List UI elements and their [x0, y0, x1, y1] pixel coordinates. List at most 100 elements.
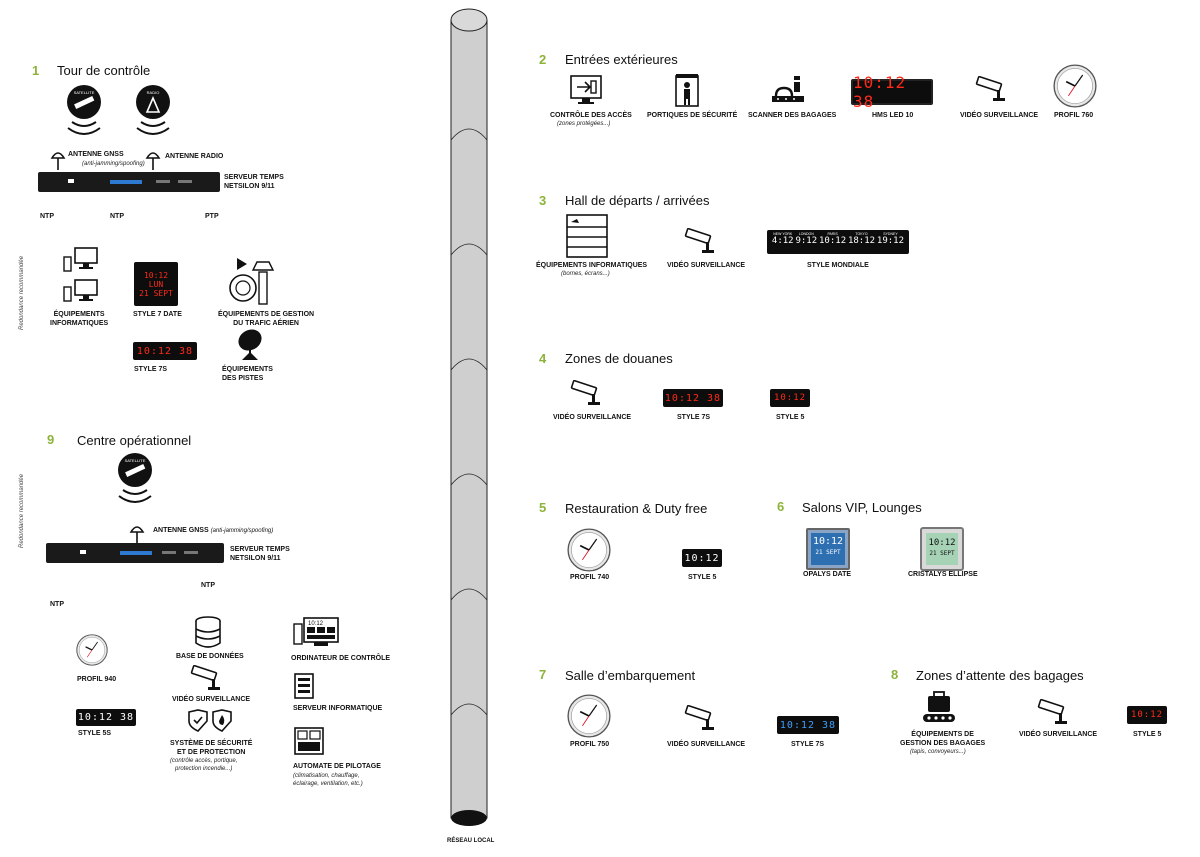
hms-led-10-display: 10:12 38	[851, 73, 933, 111]
redundancy-label-2: Redondance recommandée	[19, 473, 25, 548]
time-server-1	[38, 172, 220, 192]
style-7s-label-4: STYLE 7S	[677, 414, 711, 421]
control-computer-icon: 10:12	[293, 617, 339, 646]
profil-940-clock-icon	[76, 634, 108, 666]
world-clock-city: SYDNEY	[883, 232, 898, 236]
section-3-number: 3	[539, 193, 547, 208]
world-clock-city: LONDON	[798, 232, 814, 236]
section-5-number: 5	[539, 500, 547, 515]
gnss-antenna-sub: (anti-jamming/spoofing)	[82, 161, 145, 167]
section-8-number: 8	[891, 667, 899, 682]
radio-antenna-label: ANTENNE RADIO	[165, 153, 224, 160]
video-surveillance-label-4: VIDÉO SURVEILLANCE	[553, 414, 632, 421]
section-4-title: Zones de douanes	[565, 351, 673, 366]
ptp-tag: PTP	[205, 213, 219, 220]
baggage-scanner-icon	[772, 76, 804, 102]
satellite-badge-text-2: SATELLITE	[125, 458, 146, 463]
profil-760-clock-icon	[1053, 64, 1097, 108]
section-6-number: 6	[777, 499, 785, 514]
runway-radar-icon	[238, 329, 262, 360]
style-5-label-8: STYLE 5	[1133, 731, 1162, 738]
style-5-display-4: 10:12	[770, 389, 810, 407]
section-1-title: Tour de contrôle	[57, 63, 151, 78]
profil-760-label: PROFIL 760	[1054, 112, 1094, 119]
section-1-number: 1	[32, 63, 40, 78]
section-4-number: 4	[539, 351, 547, 366]
security-portal-icon	[675, 74, 699, 107]
air-traffic-equipment-icon	[229, 258, 275, 305]
world-clock-time: 19:12	[876, 236, 905, 246]
satellite-badge-icon-2: SATELLITE	[118, 453, 152, 503]
video-surveillance-label-9: VIDÉO SURVEILLANCE	[172, 696, 251, 703]
cristalys-ellipse-clock: 10:12 21 SEPT	[920, 527, 964, 571]
radio-antenna-icon	[145, 152, 161, 170]
hms-led-10-label: HMS LED 10	[872, 112, 914, 119]
plc-automation-label: AUTOMATE DE PILOTAGE	[293, 763, 381, 770]
ntp-tag-4: NTP	[50, 601, 64, 608]
camera-icon-9	[190, 665, 221, 691]
radio-badge-text: RADIO	[147, 90, 160, 95]
section-3-title: Hall de départs / arrivées	[565, 193, 710, 208]
profil-750-label: PROFIL 750	[570, 741, 610, 748]
video-surveillance-label-3: VIDÉO SURVEILLANCE	[667, 262, 746, 269]
opalys-date-label: OPALYS DATE	[803, 571, 852, 578]
opalys-date-clock: 10:12 21 SEPT	[806, 528, 850, 570]
video-surveillance-label-7: VIDÉO SURVEILLANCE	[667, 741, 746, 748]
baggage-conveyor-icon	[923, 691, 955, 722]
camera-icon-8	[1037, 699, 1068, 725]
time-server-2	[46, 543, 224, 563]
ntp-tag-1: NTP	[40, 213, 54, 220]
world-clock-time: 4:12	[771, 236, 794, 246]
cristalys-ellipse-label: CRISTALYS ELLIPSE	[908, 571, 978, 578]
style-7s-label-1: STYLE 7S	[134, 366, 168, 373]
profil-750-clock-icon	[567, 694, 611, 738]
section-8-title: Zones d’attente des bagages	[916, 668, 1084, 683]
profil-940-label: PROFIL 940	[77, 676, 117, 683]
camera-icon-3	[684, 228, 715, 254]
security-portal-label: PORTIQUES DE SÉCURITÉ	[647, 112, 738, 119]
world-clock-city: PARIS	[827, 232, 838, 236]
style-7s-label-7: STYLE 7S	[791, 741, 825, 748]
it-server-icon	[294, 673, 314, 699]
plc-automation-sub: (climatisation, chauffage,éclairage, ven…	[293, 773, 363, 787]
satellite-badge-icon: SATELLITE	[67, 85, 101, 135]
style-7-date-display: 10:12 LUN 21 SEPT	[134, 262, 178, 306]
style-7-date-label: STYLE 7 DATE	[133, 311, 182, 318]
control-computer-screen-text: 10:12	[308, 621, 324, 627]
video-surveillance-label-2: VIDÉO SURVEILLANCE	[960, 112, 1039, 119]
local-network-pipe	[450, 8, 488, 826]
style-5-display-5: 10:12	[682, 549, 722, 567]
security-system-sub: (contrôle accès, portique,protection inc…	[170, 758, 238, 772]
camera-icon-4	[570, 380, 601, 406]
section-9-number: 9	[47, 432, 55, 447]
gnss-antenna-icon	[50, 152, 66, 170]
database-icon	[195, 616, 221, 648]
section-2-number: 2	[539, 52, 547, 67]
world-clock-city: TOKYO	[855, 232, 868, 236]
profil-740-label: PROFIL 740	[570, 574, 610, 581]
ntp-tag-2: NTP	[110, 213, 124, 220]
style-5s-display: 10:12 38	[76, 709, 136, 726]
gnss-antenna-label-2: ANTENNE GNSS (anti-jamming/spoofing)	[153, 527, 274, 534]
computers-icon	[63, 247, 98, 302]
world-clock-time: 9:12	[795, 236, 818, 246]
profil-740-clock-icon	[567, 528, 611, 572]
access-control-icon	[570, 75, 602, 104]
access-control-sub: (zones protégées...)	[557, 121, 611, 127]
section-9-title: Centre opérationnel	[77, 433, 192, 448]
control-computer-label: ORDINATEUR DE CONTRÔLE	[291, 655, 391, 662]
style-7s-display-1: 10:12 38	[133, 342, 197, 360]
style-5s-label: STYLE 5S	[78, 730, 112, 737]
video-surveillance-label-8: VIDÉO SURVEILLANCE	[1019, 731, 1098, 738]
